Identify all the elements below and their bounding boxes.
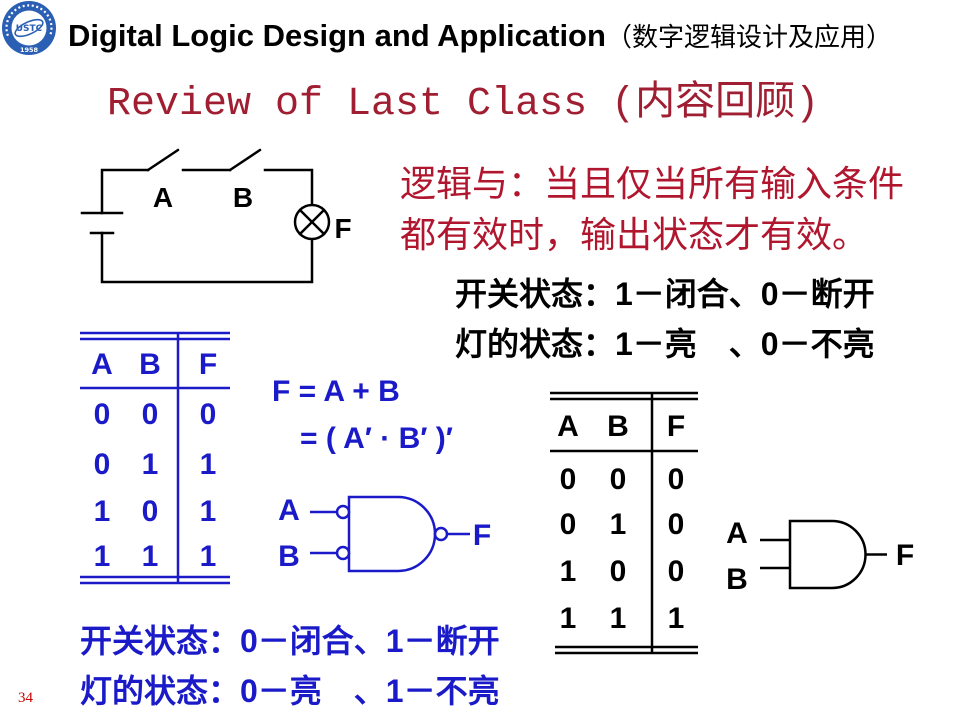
table-cell: 0 <box>560 508 577 541</box>
table-header-cell: A <box>91 348 113 381</box>
gate-input-a-label: A <box>278 494 300 527</box>
switch-a-blade <box>146 148 180 172</box>
logo-year: 1958 <box>20 46 39 54</box>
lamp-state-mapping: 灯的状态：1－亮 、0－不亮 <box>455 326 875 362</box>
definition-line-1: 逻辑与：当且仅当所有输入条件 <box>400 164 904 205</box>
output-inversion-bubble <box>433 526 449 542</box>
gate-output-label: F <box>473 519 491 552</box>
table-header-cell: B <box>139 348 161 381</box>
table-header-cell: A <box>557 410 579 443</box>
table-header-cell: F <box>667 410 685 443</box>
inverted-and-gate-symbol: A B F <box>278 494 491 573</box>
table-cell: 0 <box>668 555 685 588</box>
table-cell: 1 <box>610 508 627 541</box>
truth-table-or: A B F 0 0 0 0 1 1 1 0 1 1 1 1 <box>80 331 230 585</box>
truth-table-and: A B F 0 0 0 0 1 0 1 0 0 1 1 1 <box>550 391 698 655</box>
equation-line-1: F = A + B <box>272 375 400 408</box>
equation-line-2: = ( A′ · B′ )′ <box>300 422 453 455</box>
table-cell: 1 <box>142 448 159 481</box>
table-cell: 0 <box>142 398 159 431</box>
table-cell: 1 <box>200 540 217 573</box>
table-cell: 1 <box>560 602 577 635</box>
course-title: Digital Logic Design and Application（数字逻… <box>68 18 892 53</box>
circuit-wire <box>100 168 314 284</box>
lamp-cross-stroke <box>298 208 326 236</box>
table-cell: 0 <box>668 463 685 496</box>
table-cell: 0 <box>94 398 111 431</box>
table-cell: 1 <box>200 448 217 481</box>
lamp-label: F <box>334 213 351 244</box>
table-cell: 1 <box>610 602 627 635</box>
university-logo: USTC 1958 <box>2 1 56 55</box>
table-cell: 0 <box>94 448 111 481</box>
table-cell: 0 <box>142 495 159 528</box>
table-cell: 1 <box>668 602 685 635</box>
switch-state-mapping: 开关状态：1－闭合、0－断开 <box>455 276 875 312</box>
table-cell: 0 <box>610 555 627 588</box>
switch-circuit: A B F <box>80 148 352 284</box>
lamp-state-mapping: 灯的状态：0－亮 、1－不亮 <box>80 673 500 709</box>
switch-b-label: B <box>233 182 253 213</box>
gate-input-b-label: B <box>726 563 748 596</box>
input-b-inversion-bubble <box>335 545 351 561</box>
table-header-cell: F <box>199 348 217 381</box>
table-cell: 1 <box>94 540 111 573</box>
table-header-cell: B <box>607 410 629 443</box>
gate-output-label: F <box>896 539 914 572</box>
switch-a-label: A <box>153 182 173 213</box>
input-a-inversion-bubble <box>335 504 351 520</box>
table-cell: 0 <box>610 463 627 496</box>
course-title-cn: （数字逻辑设计及应用） <box>606 23 892 53</box>
table-cell: 1 <box>560 555 577 588</box>
table-cell: 1 <box>94 495 111 528</box>
definition-line-2: 都有效时，输出状态才有效。 <box>400 215 868 256</box>
page-number: 34 <box>18 690 34 706</box>
course-title-en: Digital Logic Design and Application <box>68 18 606 53</box>
table-cell: 0 <box>200 398 217 431</box>
slide-title: Review of Last Class (内容回顾) <box>107 79 819 127</box>
gate-body <box>788 519 867 590</box>
and-gate-symbol: A B F <box>726 517 914 596</box>
logo-orbit <box>14 18 44 38</box>
gate-input-a-label: A <box>726 517 748 550</box>
gate-input-b-label: B <box>278 540 300 573</box>
table-cell: 1 <box>142 540 159 573</box>
table-cell: 0 <box>668 508 685 541</box>
switch-b-blade <box>228 148 262 172</box>
table-cell: 0 <box>560 463 577 496</box>
gate-body <box>347 495 437 573</box>
logo-wordmark: USTC <box>16 24 43 34</box>
logo-ring-lettering <box>5 4 53 37</box>
table-cell: 1 <box>200 495 217 528</box>
lamp-symbol <box>293 203 331 241</box>
switch-state-mapping: 开关状态：0－闭合、1－断开 <box>80 623 500 659</box>
